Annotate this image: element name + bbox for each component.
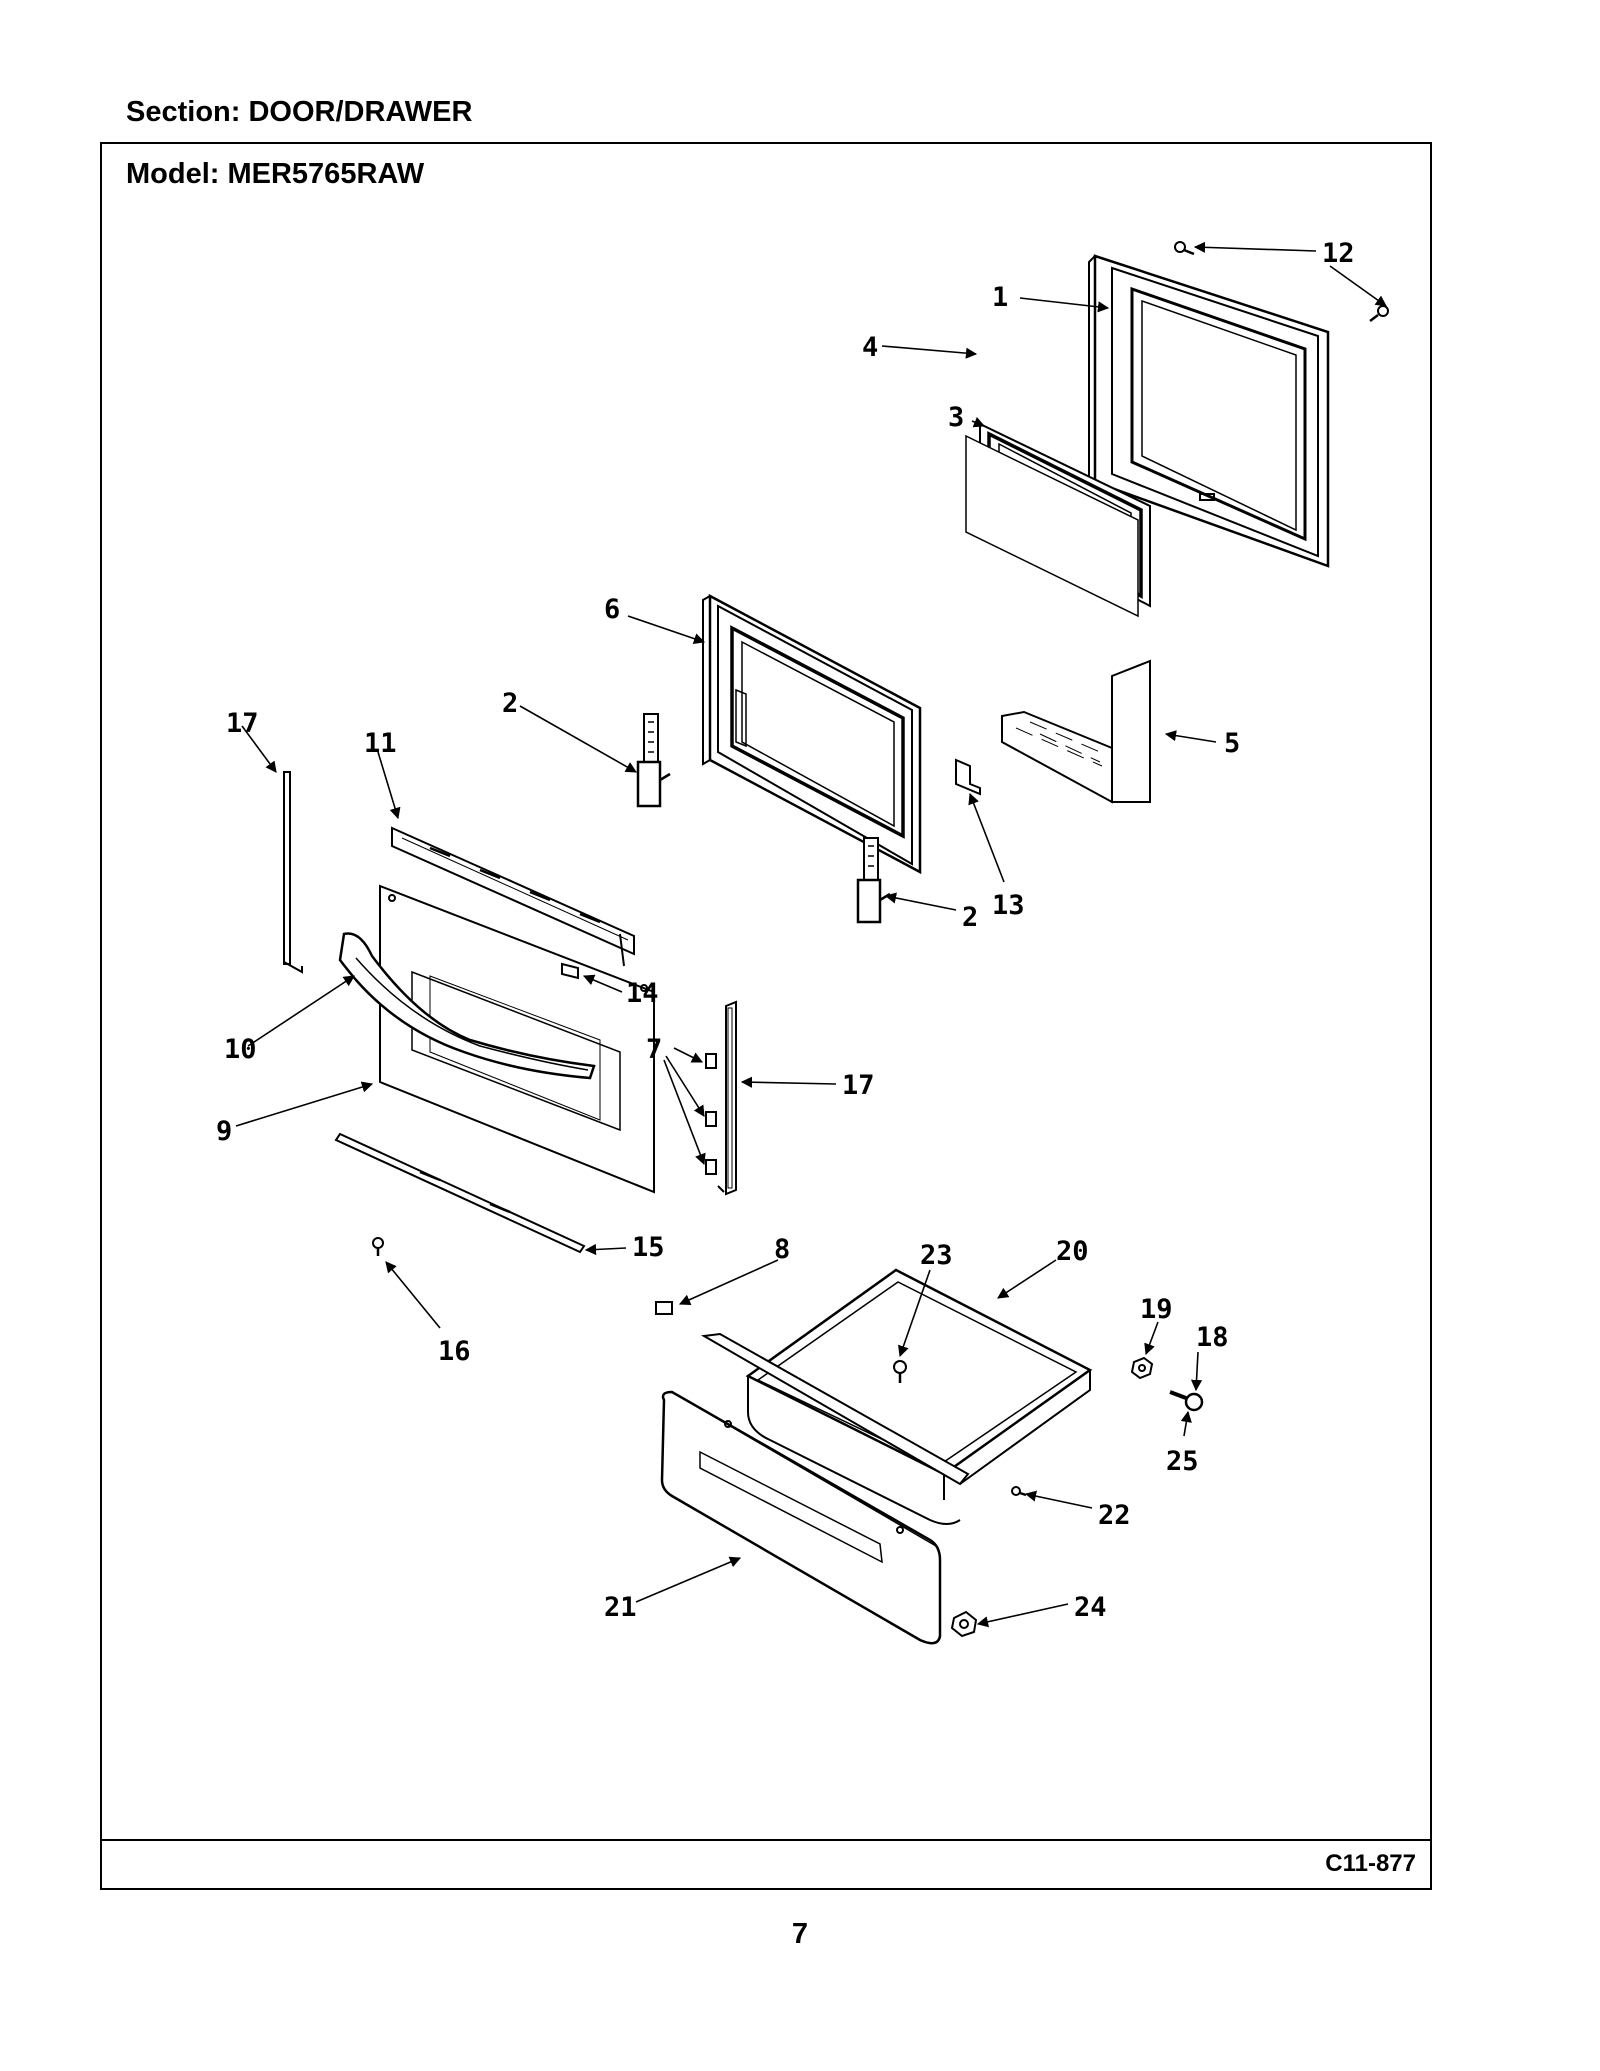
part-hinge-lower xyxy=(856,837,891,924)
part-glass-pane xyxy=(965,434,1139,618)
footer-divider xyxy=(102,1839,1430,1841)
callout-7: 7 xyxy=(646,1034,662,1065)
part-inner-door-liner xyxy=(702,593,922,875)
callout-3: 3 xyxy=(948,402,964,433)
part-screw-23 xyxy=(893,1360,907,1383)
callout-21: 21 xyxy=(604,1592,637,1623)
part-nut-19 xyxy=(1130,1356,1154,1380)
part-badge xyxy=(561,962,579,980)
callout-17a: 17 xyxy=(226,708,259,739)
part-insulation xyxy=(1001,659,1151,804)
callout-12: 12 xyxy=(1322,238,1355,269)
part-outer-door-panel xyxy=(1088,254,1330,568)
part-bracket xyxy=(955,758,981,796)
section-title: Section: DOOR/DRAWER xyxy=(126,96,473,128)
diagram-frame: Model: MER5765RAW C11-877 xyxy=(100,142,1432,1890)
part-bottom-trim xyxy=(334,1132,586,1254)
part-pad xyxy=(655,1301,673,1315)
part-side-trim-right xyxy=(717,1000,737,1196)
callout-1: 1 xyxy=(992,282,1008,313)
callout-2a: 2 xyxy=(502,688,518,719)
callout-11: 11 xyxy=(364,728,397,759)
model-title: Model: MER5765RAW xyxy=(126,158,425,190)
part-side-trim-left xyxy=(283,771,303,974)
part-roller-18 xyxy=(1169,1390,1204,1412)
callout-23: 23 xyxy=(920,1240,953,1271)
callout-22: 22 xyxy=(1098,1500,1131,1531)
callout-16: 16 xyxy=(438,1336,471,1367)
callout-19: 19 xyxy=(1140,1294,1173,1325)
callout-6: 6 xyxy=(604,594,620,625)
callout-25: 25 xyxy=(1166,1446,1199,1477)
callout-9: 9 xyxy=(216,1116,232,1147)
callout-14: 14 xyxy=(626,978,659,1009)
callout-13: 13 xyxy=(992,890,1025,921)
callout-15: 15 xyxy=(632,1232,665,1263)
callout-4: 4 xyxy=(862,332,878,363)
page-number: 7 xyxy=(791,1918,809,1950)
callout-18: 18 xyxy=(1196,1322,1229,1353)
part-hinge-upper xyxy=(636,713,671,808)
part-spacers xyxy=(705,1053,717,1175)
callout-24: 24 xyxy=(1074,1592,1107,1623)
part-drawer-body xyxy=(700,1268,1093,1525)
part-screw-22 xyxy=(1011,1486,1027,1497)
part-screw-16 xyxy=(372,1237,384,1256)
callout-8: 8 xyxy=(774,1234,790,1265)
part-top-trim xyxy=(391,826,635,967)
diagram-code: C11-877 xyxy=(1325,1850,1416,1877)
callout-2b: 2 xyxy=(962,902,978,933)
callout-10: 10 xyxy=(224,1034,257,1065)
callout-17b: 17 xyxy=(842,1070,875,1101)
callout-5: 5 xyxy=(1224,728,1240,759)
callout-20: 20 xyxy=(1056,1236,1089,1267)
part-nut-24 xyxy=(950,1610,978,1638)
part-drawer-front xyxy=(660,1390,942,1645)
part-handle xyxy=(338,932,596,1080)
